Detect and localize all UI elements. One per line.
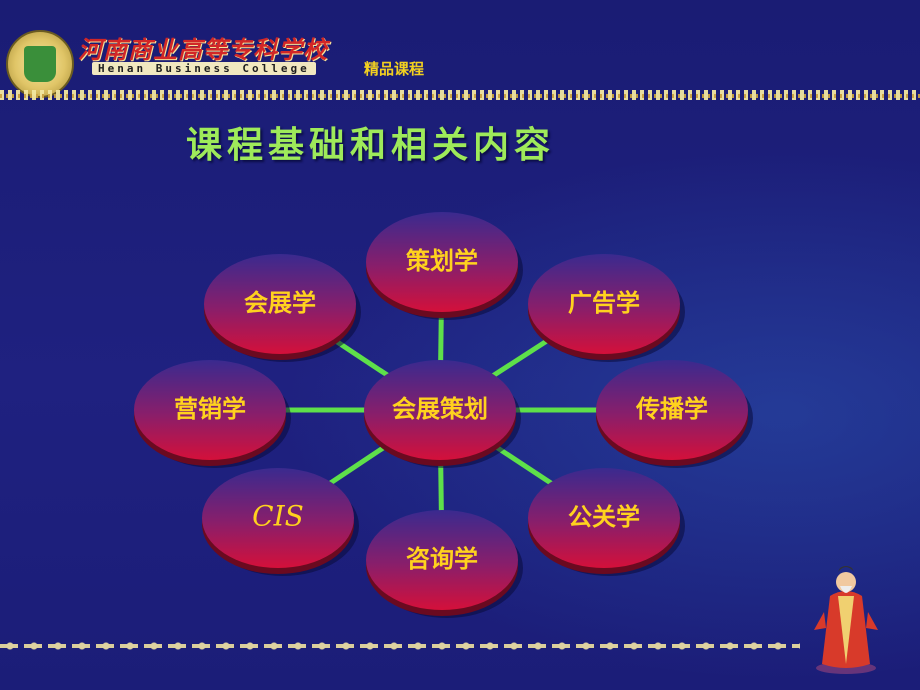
node-4: 咨询学 [366, 510, 523, 618]
node-6-label: 营销学 [174, 395, 246, 423]
header-border-inner [0, 94, 920, 98]
school-seal-icon [6, 30, 74, 98]
node-1: 广告学 [528, 254, 685, 362]
school-name-english: Henan Business College [92, 62, 316, 75]
node-1-label: 广告学 [568, 289, 640, 317]
header: 河南商业高等专科学校 Henan Business College 精品课程 [0, 0, 920, 100]
center-node: 会展策划 [364, 360, 521, 468]
slide-title: 课程基础和相关内容 [186, 124, 556, 166]
node-0: 策划学 [366, 212, 523, 320]
node-7: 会展学 [204, 254, 361, 362]
confucius-figure-icon [814, 566, 878, 674]
node-5-label: CIS [252, 500, 304, 533]
school-name: 河南商业高等专科学校 [78, 35, 328, 64]
node-2-label: 传播学 [635, 395, 708, 423]
center-node-label: 会展策划 [392, 395, 488, 423]
node-7-label: 会展学 [244, 289, 316, 317]
node-6: 营销学 [134, 360, 291, 468]
node-3: 公关学 [528, 468, 685, 576]
node-2: 传播学 [596, 360, 753, 468]
node-3-label: 公关学 [568, 503, 640, 531]
node-0-label: 策划学 [406, 247, 478, 275]
course-badge: 精品课程 [364, 60, 425, 78]
footer-border [0, 636, 800, 656]
node-5: CIS [202, 468, 359, 576]
node-4-label: 咨询学 [406, 545, 478, 573]
